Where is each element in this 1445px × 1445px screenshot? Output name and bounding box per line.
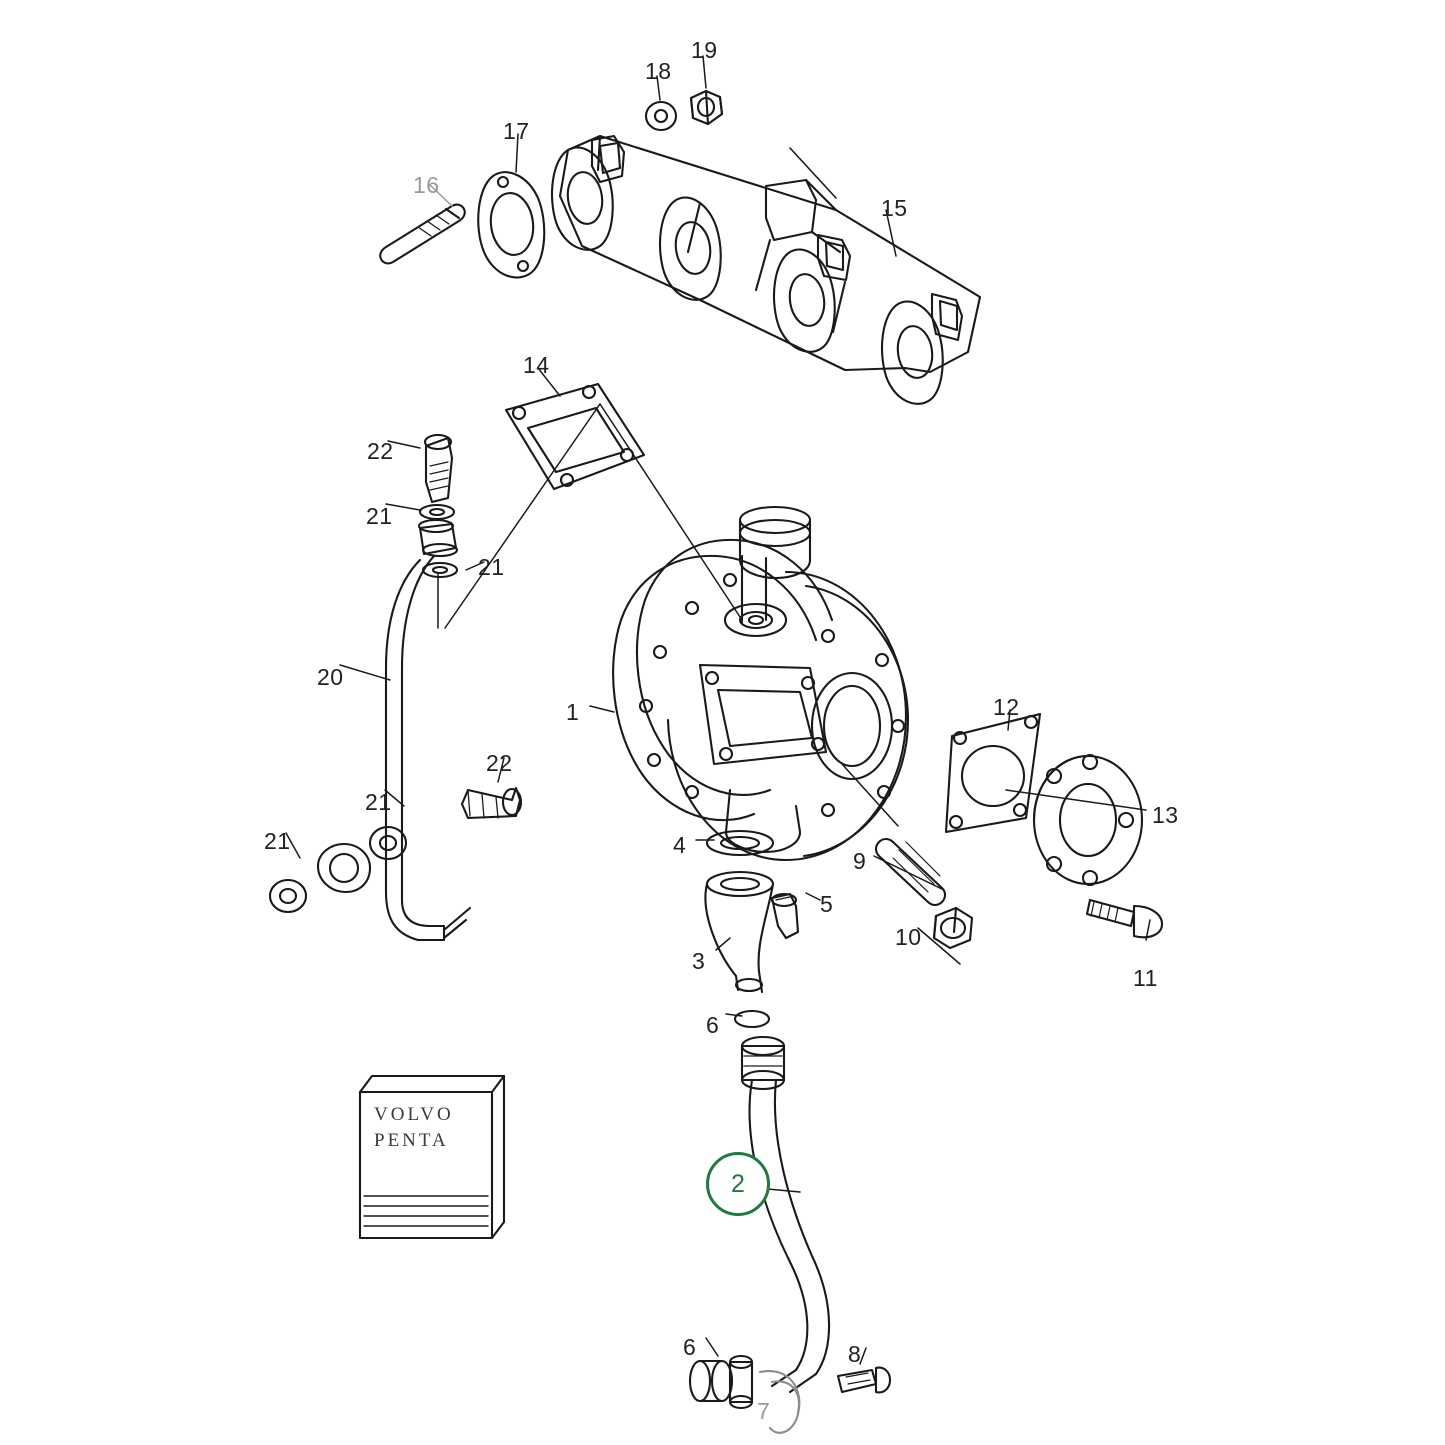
nut-19 xyxy=(689,89,724,126)
callout-5: 5 xyxy=(820,891,834,917)
callout-4: 4 xyxy=(673,832,687,858)
callout-6-upper: 6 xyxy=(706,1012,720,1038)
turbocharger-body xyxy=(612,505,910,862)
callout-9: 9 xyxy=(853,848,867,874)
callout-21-a: 21 xyxy=(366,503,393,529)
flange-13 xyxy=(1032,753,1144,887)
highlighted-callout-2[interactable]: 2 xyxy=(706,1152,770,1216)
callout-10: 10 xyxy=(895,924,922,950)
callout-8: 8 xyxy=(848,1341,862,1367)
banjo-fitting-top xyxy=(417,518,459,558)
callout-16: 16 xyxy=(413,172,440,198)
oil-feed-pipe-20 xyxy=(384,554,472,942)
gasket-17 xyxy=(477,171,546,279)
washer-21-d xyxy=(268,878,308,914)
callout-7: 7 xyxy=(757,1398,771,1424)
washer-21-b xyxy=(421,561,459,579)
callout-14: 14 xyxy=(523,352,550,378)
exhaust-manifold xyxy=(550,134,982,405)
washer-18 xyxy=(644,100,678,132)
banjo-bolt-22-bottom xyxy=(460,786,523,820)
callout-20: 20 xyxy=(317,664,344,690)
callout-15: 15 xyxy=(881,195,908,221)
gasket-14 xyxy=(504,382,646,491)
callout-21-b: 21 xyxy=(478,554,505,580)
callout-17: 17 xyxy=(503,118,530,144)
stud-9 xyxy=(874,837,947,907)
bottom-fittings xyxy=(688,1354,892,1434)
bolt-5 xyxy=(770,892,800,940)
callout-21-c: 21 xyxy=(365,789,392,815)
callout-13: 13 xyxy=(1152,802,1179,828)
callout-19: 19 xyxy=(691,37,718,63)
callout-3: 3 xyxy=(692,948,706,974)
volvo-penta-box xyxy=(358,1074,506,1240)
brand-line-1: VOLVO xyxy=(374,1104,454,1125)
gasket-12 xyxy=(944,712,1042,834)
oil-return-assembly xyxy=(704,829,786,1091)
washer-21-a xyxy=(418,503,456,521)
bolt-11 xyxy=(1085,898,1164,939)
banjo-bolt-22-top xyxy=(423,433,454,504)
callout-11: 11 xyxy=(1133,965,1158,991)
stud-16 xyxy=(379,203,466,265)
callout-21-d: 21 xyxy=(264,828,291,854)
brand-line-2: PENTA xyxy=(374,1130,449,1151)
banjo-fitting-bottom xyxy=(316,842,372,894)
callout-22-b: 22 xyxy=(486,750,513,776)
callout-12: 12 xyxy=(993,694,1020,720)
callout-6-lower: 6 xyxy=(683,1334,697,1360)
oil-pipe-2 xyxy=(748,1078,831,1394)
callout-18: 18 xyxy=(645,58,672,84)
washer-21-c xyxy=(368,825,408,861)
callout-1: 1 xyxy=(566,699,580,725)
nut-10 xyxy=(932,906,974,950)
callout-22-a: 22 xyxy=(367,438,394,464)
